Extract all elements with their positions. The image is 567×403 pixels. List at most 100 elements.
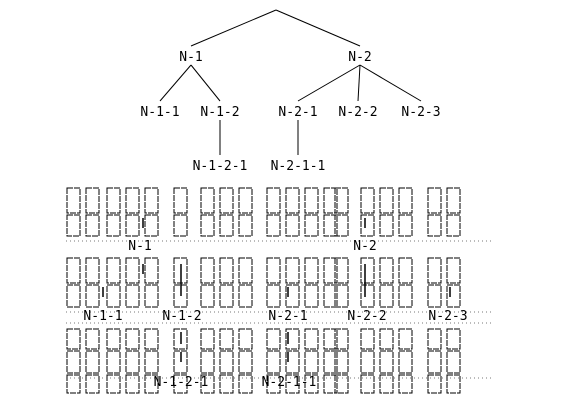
grid-cell-r2-g0-c1 [85,257,100,284]
tree-node-n-2-1: N-2-1 [278,105,317,120]
grid-cell-r2-g3-c2 [238,257,253,284]
grid-cell-r4-g3-c1 [219,328,234,350]
grid-cell-r0-g4-c3 [323,187,338,214]
grid-cell-r1-g0-c0 [66,214,81,237]
grid-cell-r6-g7-c0 [427,374,442,394]
grid-cell-r5-g4-c0 [266,350,281,374]
grid-cell-r4-g7-c0 [427,328,442,350]
grid-cell-r0-g4-c2 [304,187,319,214]
grid-cell-r6-g0-c1 [85,374,100,394]
grid-cell-r3-g3-c1 [219,284,234,308]
grid-cell-r1-g4-c0 [266,214,281,237]
grid-cell-r5-g1-c1 [125,350,140,374]
grid-cell-r0-g0-c1 [85,187,100,214]
grid-level2-label-n-1-2: N-1-2 [162,309,201,324]
grid-cell-r2-g4-c2 [304,257,319,284]
grid-cell-r6-g4-c2 [304,374,319,394]
grid-cell-r6-g1-c1 [125,374,140,394]
grid-level3-label-n-1-2-1: N-1-2-1 [154,375,209,390]
grid-cell-r1-g1-c2 [144,214,159,237]
grid-cell-r3-g6-c2 [398,284,413,308]
grid-cell-r2-g3-c1 [219,257,234,284]
grid-cell-r4-g4-c1 [285,328,300,350]
grid-cell-r3-g0-c1 [85,284,100,308]
grid-cell-r0-g6-c1 [379,187,394,214]
grid-cell-r3-g0-c0 [66,284,81,308]
grid-cell-r0-g5-c0 [334,187,349,214]
grid-cell-r2-g7-c1 [446,257,461,284]
grid-cell-r6-g2-c0 [173,374,188,394]
grid-cell-r5-g4-c2 [304,350,319,374]
grid-cell-r2-g0-c0 [66,257,81,284]
grid-cell-r2-g6-c2 [398,257,413,284]
grid-cell-r4-g1-c2 [144,328,159,350]
grid-cell-r2-g1-c1 [125,257,140,284]
grid-cell-r6-g4-c0 [266,374,281,394]
grid-cell-r3-g7-c0 [427,284,442,308]
grid-cell-r1-g2-c0 [173,214,188,237]
grid-cell-r3-g6-c0 [360,284,375,308]
tree-edge-root-to-N-2 [275,9,361,47]
grid-level2-label-n-2-3: N-2-3 [428,309,467,324]
grid-cell-r2-g4-c1 [285,257,300,284]
grid-cell-r5-g6-c1 [379,350,394,374]
grid-cell-r3-g2-c0 [173,284,188,308]
tree-node-n-2-1-1: N-2-1-1 [271,159,326,174]
grid-cell-r6-g3-c0 [200,374,215,394]
grid-cell-r1-g5-c0 [334,214,349,237]
grid-cell-r1-g6-c0 [360,214,375,237]
grid-cell-r5-g0-c0 [66,350,81,374]
grid-cell-r4-g6-c0 [360,328,375,350]
grid-cell-r1-g6-c1 [379,214,394,237]
grid-level2-label-n-2-1: N-2-1 [268,309,307,324]
grid-cell-r0-g1-c1 [125,187,140,214]
grid-cell-r1-g1-c1 [125,214,140,237]
grid-cell-r0-g0-c0 [66,187,81,214]
grid-cell-r0-g3-c2 [238,187,253,214]
grid-cell-r3-g4-c3 [323,284,338,308]
tree-edge-N-2-to-N-2-2 [357,64,361,102]
grid-level2-label-n-2-2: N-2-2 [347,309,386,324]
grid-cell-r1-g0-c1 [85,214,100,237]
tree-node-n-1-2: N-1-2 [200,105,239,120]
grid-cell-r5-g1-c2 [144,350,159,374]
grid-cell-r6-g6-c2 [398,374,413,394]
grid-cell-r5-g4-c1 [285,350,300,374]
grid-cell-r0-g4-c0 [266,187,281,214]
grid-cell-r0-g1-c2 [144,187,159,214]
grid-cell-r4-g6-c1 [379,328,394,350]
grid-cell-r5-g6-c0 [360,350,375,374]
tree-edge-N-1-to-N-1-2 [190,64,221,102]
grid-cell-r3-g3-c0 [200,284,215,308]
grid-cell-r6-g6-c1 [379,374,394,394]
grid-cell-r4-g3-c2 [238,328,253,350]
grid-cell-r4-g7-c1 [446,328,461,350]
grid-cell-r2-g6-c1 [379,257,394,284]
grid-cell-r0-g3-c0 [200,187,215,214]
grid-cell-r3-g3-c2 [238,284,253,308]
grid-cell-r4-g5-c0 [334,328,349,350]
grid-cell-r1-g4-c2 [304,214,319,237]
grid-cell-r3-g4-c0 [266,284,281,308]
grid-level2-label-n-1-1: N-1-1 [83,309,122,324]
grid-cell-r4-g1-c0 [106,328,121,350]
grid-cell-r6-g0-c0 [66,374,81,394]
grid-cell-r0-g6-c0 [360,187,375,214]
grid-cell-r5-g7-c1 [446,350,461,374]
grid-cell-r3-g6-c1 [379,284,394,308]
grid-cell-r5-g0-c1 [85,350,100,374]
grid-cell-r4-g4-c3 [323,328,338,350]
grid-cell-r5-g1-c0 [106,350,121,374]
tree-edge-N-1-to-N-1-1 [159,64,192,102]
grid-cell-r2-g4-c0 [266,257,281,284]
grid-cell-r1-g4-c3 [323,214,338,237]
grid-cell-r0-g7-c1 [446,187,461,214]
grid-cell-r5-g3-c1 [219,350,234,374]
grid-cell-r5-g4-c3 [323,350,338,374]
grid-cell-r5-g3-c2 [238,350,253,374]
tree-edge-N-2-to-N-2-1 [297,64,361,102]
grid-cell-r1-g7-c1 [446,214,461,237]
